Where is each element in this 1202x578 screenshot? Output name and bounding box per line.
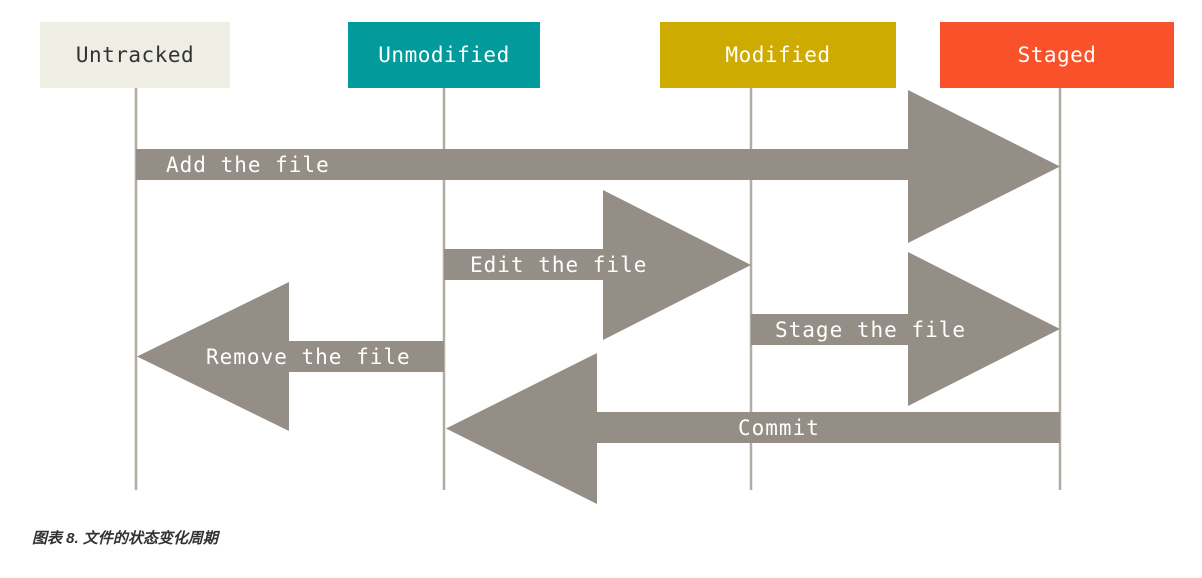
arrow-add-the-file bbox=[136, 90, 1060, 243]
state-box-label-unmodified: Unmodified bbox=[378, 43, 510, 67]
arrow-commit bbox=[446, 353, 1060, 504]
state-box-unmodified[interactable]: Unmodified bbox=[348, 22, 540, 88]
arrow-label-stage-the-file: Stage the file bbox=[775, 318, 967, 342]
arrow-label-remove-the-file: Remove the file bbox=[206, 345, 411, 369]
state-box-modified[interactable]: Modified bbox=[660, 22, 896, 88]
figure-caption: 图表 8. 文件的状态变化周期 bbox=[32, 530, 218, 547]
arrow-edit-the-file bbox=[444, 190, 751, 340]
state-box-label-untracked: Untracked bbox=[75, 43, 195, 67]
arrow-label-add-the-file: Add the file bbox=[166, 153, 330, 177]
state-box-untracked[interactable]: Untracked bbox=[40, 22, 230, 88]
arrow-remove-the-file bbox=[137, 282, 444, 431]
arrows-layer bbox=[136, 90, 1060, 504]
arrow-stage-the-file bbox=[751, 252, 1060, 406]
state-box-label-modified: Modified bbox=[725, 43, 831, 67]
state-box-staged[interactable]: Staged bbox=[940, 22, 1174, 88]
state-box-label-staged: Staged bbox=[1017, 43, 1097, 67]
arrow-label-edit-the-file: Edit the file bbox=[470, 253, 648, 277]
arrow-label-commit: Commit bbox=[738, 416, 820, 440]
flow-canvas bbox=[134, 88, 1062, 504]
